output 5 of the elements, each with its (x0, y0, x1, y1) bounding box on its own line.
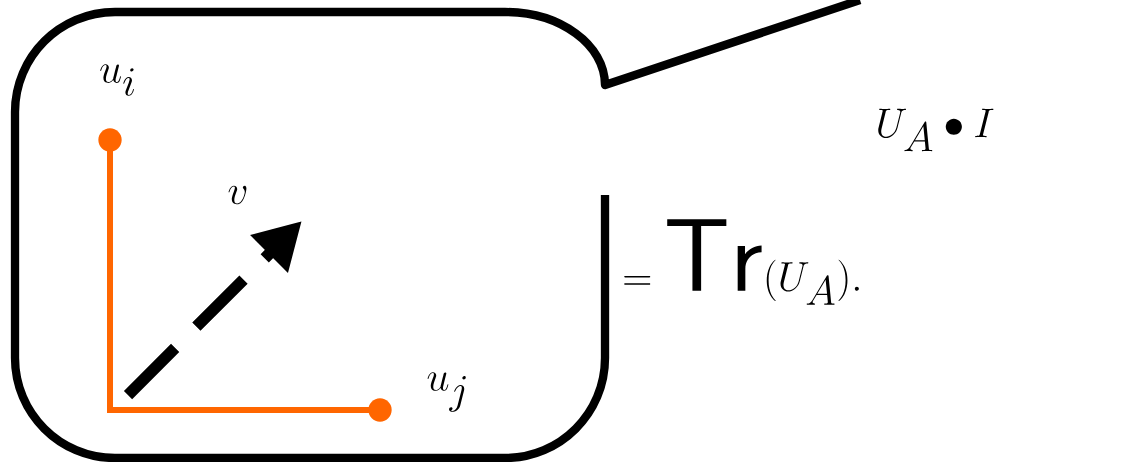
vector-label: $u_i$ (100, 64, 134, 96)
vector-label: $u_j$ (427, 372, 466, 412)
vector-label: $v$ (228, 185, 247, 205)
equation: $= \mathsf{Tr}(U_A).$ (624, 219, 859, 305)
equation: $U_A \bullet I$ (878, 108, 994, 152)
